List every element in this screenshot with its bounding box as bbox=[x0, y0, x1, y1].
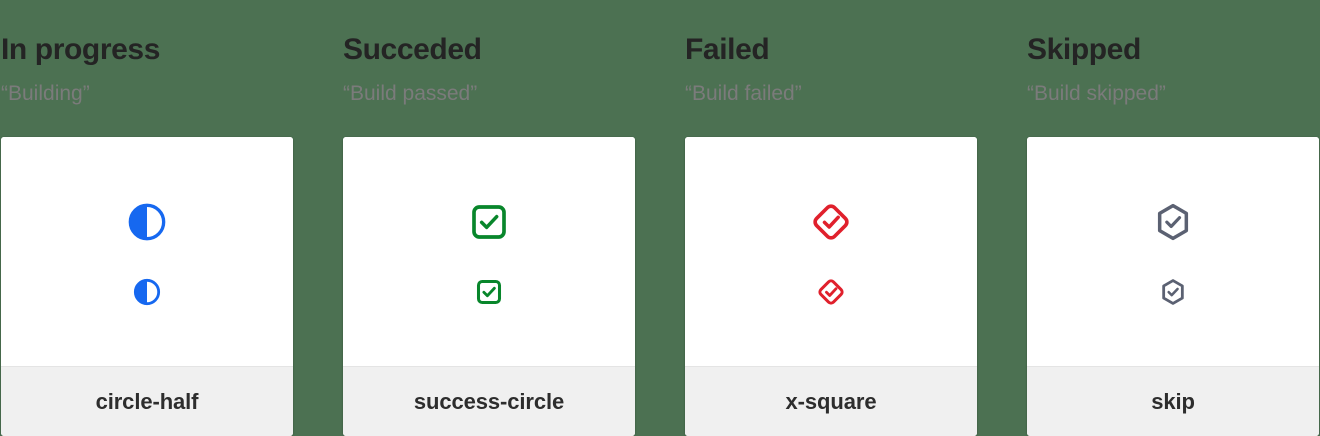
icon-card-circle-half[interactable]: circle-half bbox=[1, 137, 293, 436]
column-heading-failed: Failed “Build failed” bbox=[685, 0, 977, 105]
success-circle-icon bbox=[467, 200, 511, 244]
icon-card-body-skip bbox=[1027, 137, 1319, 366]
icon-name-label-skip: skip bbox=[1151, 388, 1195, 414]
circle-half-icon-small bbox=[131, 276, 163, 308]
column-heading-in-progress: In progress “Building” bbox=[1, 0, 293, 105]
icon-name-label-success-circle: success-circle bbox=[413, 388, 565, 414]
icon-card-body-x-square bbox=[685, 137, 977, 366]
icon-card-body-success-circle bbox=[343, 137, 635, 366]
x-square-icon bbox=[809, 200, 853, 244]
icon-name-label-circle-half: circle-half bbox=[95, 388, 199, 414]
column-title-skipped: Skipped bbox=[1027, 33, 1141, 66]
column-title-succeded: Succeded bbox=[343, 33, 482, 66]
status-column-skipped: Skipped “Build skipped” bbox=[1027, 0, 1319, 436]
column-title-failed: Failed bbox=[685, 33, 770, 66]
icon-card-footer-success-circle: success-circle bbox=[343, 366, 635, 436]
column-subtitle-succeded: “Build passed” bbox=[343, 82, 478, 106]
column-heading-skipped: Skipped “Build skipped” bbox=[1027, 0, 1319, 105]
icon-card-footer-circle-half: circle-half bbox=[1, 366, 293, 436]
status-column-failed: Failed “Build failed” bbox=[685, 0, 977, 436]
icon-card-success-circle[interactable]: success-circle bbox=[343, 137, 635, 436]
x-square-icon-small bbox=[815, 276, 847, 308]
column-subtitle-skipped: “Build skipped” bbox=[1027, 82, 1166, 106]
status-column-succeded: Succeded “Build passed” bbox=[343, 0, 635, 436]
skip-icon bbox=[1151, 200, 1195, 244]
status-column-in-progress: In progress “Building” bbox=[1, 0, 293, 436]
column-title-in-progress: In progress bbox=[1, 33, 160, 66]
circle-half-icon bbox=[125, 200, 169, 244]
column-subtitle-failed: “Build failed” bbox=[685, 82, 802, 106]
icon-name-label-x-square: x-square bbox=[785, 388, 877, 414]
success-circle-icon-small bbox=[473, 276, 505, 308]
icon-card-x-square[interactable]: x-square bbox=[685, 137, 977, 436]
skip-icon-small bbox=[1157, 276, 1189, 308]
icon-card-body-circle-half bbox=[1, 137, 293, 366]
column-heading-succeded: Succeded “Build passed” bbox=[343, 0, 635, 105]
icon-card-skip[interactable]: skip bbox=[1027, 137, 1319, 436]
icon-card-footer-x-square: x-square bbox=[685, 366, 977, 436]
icon-card-footer-skip: skip bbox=[1027, 366, 1319, 436]
column-subtitle-in-progress: “Building” bbox=[1, 82, 90, 106]
